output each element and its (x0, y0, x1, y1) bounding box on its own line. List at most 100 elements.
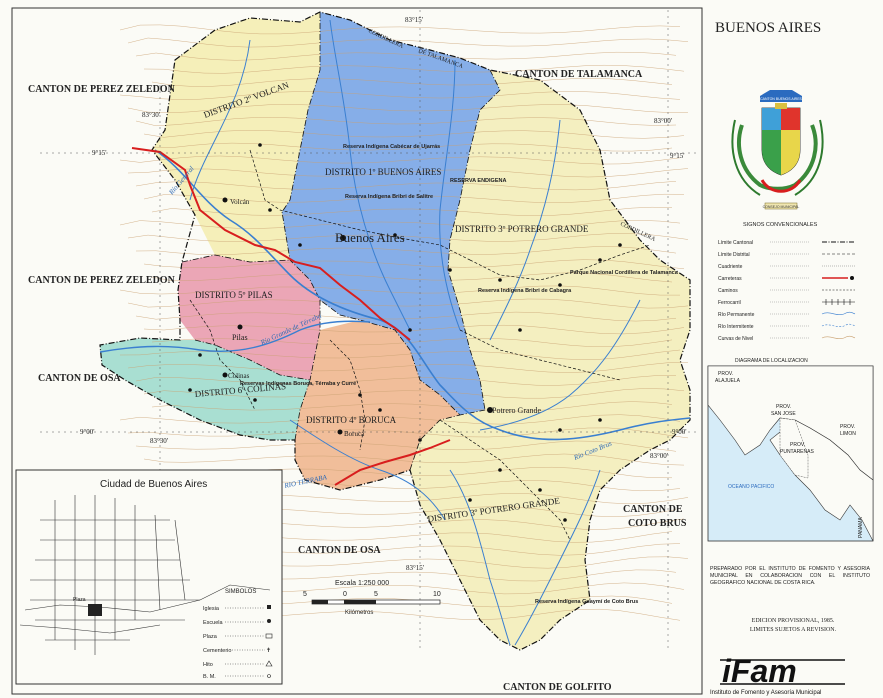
loc-panama: PANAMA (858, 517, 864, 538)
city-symbols-list: Iglesia Escuela Plaza Cementerio Hito B.… (203, 606, 231, 680)
contour-line (127, 298, 689, 309)
label-golfito: CANTON DE GOLFITO (503, 682, 612, 693)
contour-line (127, 427, 689, 439)
coat-of-arms-icon: CANTON BUENOS AIRES CONSEJO MUNICIPAL (731, 90, 824, 210)
ifam-logo-caption: Instituto de Fomento y Asesoría Municipa… (710, 690, 821, 696)
contour-line (127, 104, 689, 113)
coord-bot-2: 83°15' (406, 564, 424, 572)
contour-line (151, 142, 673, 152)
contour-line (143, 453, 685, 466)
legend-item-2: Cuadriente (718, 264, 743, 270)
label-district-potrero-n: DISTRITO 3º POTRERO GRANDE (455, 224, 589, 234)
contour-line (135, 375, 677, 386)
contour-line (135, 181, 677, 191)
label-coto-brus-2: COTO BRUS (628, 518, 687, 529)
crest-ribbon-text: CONSEJO MUNICIPAL (763, 205, 800, 209)
district-buenos-aires (282, 12, 500, 415)
city-plaza-label: Plaza (73, 597, 86, 603)
coord-lat-900-right: 9°00' (672, 428, 687, 436)
legend-item-5: Ferrocarril (718, 300, 741, 306)
city-symbols-title: SIMBOLOS (225, 589, 256, 595)
city-symbol-4: Hito (203, 662, 213, 668)
contour-line (135, 440, 677, 452)
loc-san-jose-1: PROV. (776, 404, 791, 410)
town-boruca-dot (337, 429, 343, 435)
coord-lat-915-left: 9°15' (92, 149, 107, 157)
city-street-grid (19, 495, 271, 655)
label-town-potrero-grande: Potrero Grande (492, 406, 542, 415)
contour-line (135, 117, 677, 127)
scale-bar: Escala 1:250 000 5 0 5 10 Kilómetros (303, 580, 441, 616)
coord-lat-915-right: 9°15' (670, 152, 685, 160)
loc-pacifico: OCEANO PACIFICO (728, 484, 774, 490)
contour-line (151, 401, 673, 412)
credits-prepared: PREPARADO POR EL INSTITUTO DE FOMENTO Y … (710, 566, 870, 586)
contour-line (127, 168, 689, 178)
label-talamanca: CANTON DE TALAMANCA (515, 69, 643, 80)
loc-puntarenas-1: PROV. (790, 442, 805, 448)
contour-line (151, 78, 673, 87)
scale-tick-1: 0 (343, 591, 347, 598)
location-labels: PROV. ALAJUELA PROV. SAN JOSE PROV. LIMO… (715, 371, 864, 538)
town-colinas-dot (222, 372, 228, 378)
coord-lat-900-left: 9°00' (80, 428, 95, 436)
city-symbol-2: Plaza (203, 634, 218, 640)
district-polygons (100, 12, 690, 650)
coord-bot-1: 83°30' (150, 437, 168, 445)
credits-edition-1: EDICION PROVISIONAL, 1985. (752, 618, 835, 624)
legend-item-7: Río Intermitente (718, 324, 754, 330)
label-town-volcan: Volcán (230, 198, 250, 206)
scale-tick-0: 5 (303, 591, 307, 598)
loc-alajuela-1: PROV. (718, 371, 733, 377)
label-reserve-endigena: RESERVA ENDIGENA (450, 178, 506, 184)
town-potrero-grande-dot (487, 407, 493, 413)
loc-limon-2: LIMON (840, 431, 856, 437)
contour-line (119, 24, 681, 35)
legend-symbols (770, 241, 856, 340)
town-labels: Buenos Aires Potrero Grande Volcán Pilas… (228, 198, 542, 438)
loc-puntarenas-2: PUNTARENAS (780, 449, 814, 455)
scale-unit: Kilómetros (345, 610, 373, 616)
label-perez-zeledon-s: CANTON DE PEREZ ZELEDON (28, 275, 176, 286)
legend-item-0: Límite Cantonal (718, 240, 753, 246)
city-inset: Ciudad de Buenos Aires Plaza SIMBOLOS Ig… (15, 469, 283, 685)
loc-limon-1: PROV. (840, 424, 855, 430)
map-frame (11, 7, 703, 695)
location-diagram: PROV. ALAJUELA PROV. SAN JOSE PROV. LIMO… (707, 365, 874, 542)
credits-prepared-box: PREPARADO POR EL INSTITUTO DE FOMENTO Y … (710, 566, 870, 586)
label-osa-south: CANTON DE OSA (298, 545, 381, 556)
label-reserve-guaymi: Reserva Indígena Guaymí de Coto Brus (535, 599, 638, 605)
city-inset-title: Ciudad de Buenos Aires (100, 479, 207, 490)
contour-line (119, 285, 680, 296)
contour-line (119, 91, 681, 100)
district-volcan (152, 12, 320, 262)
label-district-buenos-aires: DISTRITO 1º BUENOS AIRES (325, 167, 441, 177)
legend-item-1: Límite Distrital (718, 252, 750, 258)
contour-line (135, 51, 677, 61)
neighbor-labels: CANTON DE PEREZ ZELEDON CANTON DE PEREZ … (28, 69, 687, 693)
legend-item-8: Curvas de Nivel (718, 336, 753, 342)
city-symbol-1: Escuela (203, 620, 224, 626)
right-panel: BUENOS AIRES CANTON BUENOS AIRES CONSEJO… (707, 20, 874, 696)
contour-line (143, 193, 685, 203)
contour-line (119, 220, 681, 229)
legend-title: SIGNOS CONVENCIONALES (743, 222, 818, 228)
city-symbol-0: Iglesia (203, 606, 220, 612)
hito-icon (265, 660, 273, 667)
contour-line (119, 349, 681, 360)
contour-line (143, 388, 685, 399)
coord-top-2: 83°30' (142, 111, 160, 119)
city-symbol-leaders (225, 607, 265, 677)
crest-banner-text: CANTON BUENOS AIRES (760, 97, 802, 101)
map-title: BUENOS AIRES (715, 20, 821, 36)
city-symbol-3: Cementerio (203, 648, 231, 654)
coord-top-1: 83°15' (405, 16, 423, 24)
contour-line (119, 414, 681, 425)
legend-item-6: Río Permanente (718, 312, 755, 318)
ifam-logo-icon: iFam Instituto de Fomento y Asesoría Mun… (710, 653, 845, 696)
label-osa-west: CANTON DE OSA (38, 373, 121, 384)
legend-item-4: Caminos (718, 288, 738, 294)
ifam-logo-text: iFam (722, 653, 797, 689)
scale-tick-2: 5 (374, 591, 378, 598)
label-reserve-boruca: Reservas Indígenas Boruca, Térraba y Cur… (240, 381, 356, 387)
